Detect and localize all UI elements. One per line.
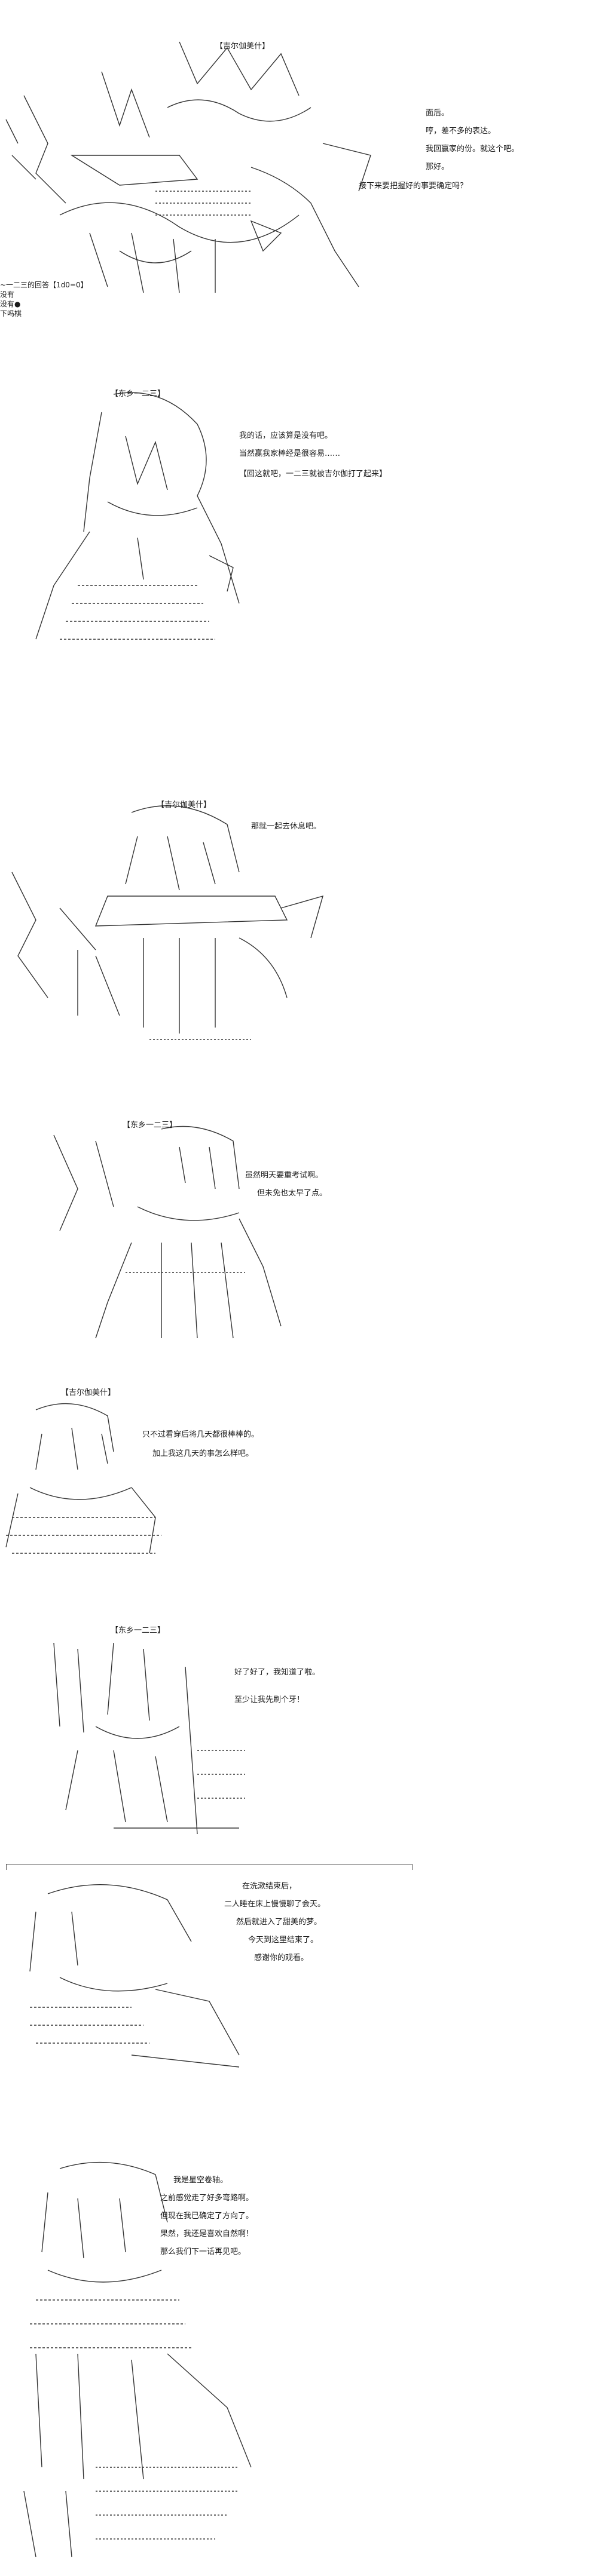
panel-border-right <box>412 1864 413 1870</box>
dialogue-line: 只不过看穿后将几天都很棒棒的。 <box>142 1430 259 1439</box>
panel-border-left <box>6 1864 7 1870</box>
caption-line: 没有 <box>0 290 15 299</box>
dialogue-line: 虽然明天要重考试啊。 <box>245 1171 323 1180</box>
speaker-name: 【吉尔伽美什】 <box>61 1388 116 1397</box>
narration-line: 今天到这里结束了。 <box>248 1936 319 1945</box>
ascii-art-figure-panel-4 <box>42 1123 293 1350</box>
ascii-art-figure-panel-2 <box>18 388 257 675</box>
panel-1: 【吉尔伽美什】 面后。 哼，差不多的表达。 我回赢家的份。就这个吧。 那好。 接… <box>0 0 611 335</box>
dialogue-line: 当然赢我家棒经是很容易…… <box>239 449 341 458</box>
dialogue-line: 面后。 <box>426 109 450 118</box>
author-note-line: 之前感觉走了好多弯路啊。 <box>160 2194 254 2203</box>
speaker-name: 【东乡一二三】 <box>111 390 166 398</box>
dialogue-line: 哼，差不多的表达。 <box>426 127 496 136</box>
dialogue-line: 但未免也太早了点。 <box>257 1189 328 1198</box>
panel-7: 在洗漱结束后， 二人睡在床上慢慢聊了会天。 然后就进入了甜美的梦。 今天到这里结… <box>0 1864 611 2091</box>
ascii-art-figures-panel-1 <box>0 36 395 311</box>
dialogue-line: 至少让我先刷个牙！ <box>234 1695 305 1704</box>
narration-line: 二人睡在床上慢慢聊了会天。 <box>224 1900 326 1909</box>
panel-4: 【东乡一二三】 虽然明天要重考试啊。 但未免也太早了点。 <box>0 1111 611 1362</box>
speaker-name: 【东乡一二三】 <box>123 1121 178 1130</box>
narration-line: 感谢你的观看。 <box>254 1954 309 1962</box>
author-note-line: 那么我们下一话再见吧。 <box>160 2247 246 2256</box>
dialogue-line: 我回赢家的份。就这个吧。 <box>426 145 520 154</box>
caption-line: ~一二三的回答【1d0=0】 <box>0 281 88 289</box>
author-note-line: 但现在我已确定了方向了。 <box>160 2212 254 2221</box>
panel-5: 【吉尔伽美什】 只不过看穿后将几天都很棒棒的。 加上我这几天的事怎么样吧。 <box>0 1374 611 1589</box>
dialogue-line: 那好。 <box>426 162 450 171</box>
speaker-name: 【吉尔伽美什】 <box>157 801 212 809</box>
dialogue-line: 那就一起去休息吧。 <box>251 822 322 831</box>
panel-3: 【吉尔伽美什】 那就一起去休息吧。 <box>0 777 611 1087</box>
dialogue-line: 我的话，应该算是没有吧。 <box>239 431 333 440</box>
panel-8: 我是星空卷轴。 之前感觉走了好多弯路啊。 但现在我已确定了方向了。 果然，我还是… <box>0 2139 611 2575</box>
ascii-art-sleeping-figures <box>12 1876 263 2079</box>
ascii-art-figure-panel-3 <box>0 801 335 1063</box>
caption-line: 没有● <box>0 300 21 308</box>
dialogue-line: 好了好了，我知道了啦。 <box>234 1668 320 1677</box>
dialogue-line: 接下来要把握好的事要确定吗？ <box>359 182 468 191</box>
panel-2: 【东乡一二三】 我的话，应该算是没有吧。 当然赢我家棒经是很容易…… 【回这就吧… <box>0 364 611 699</box>
dialogue-line: 【回这就吧，一二三就被吉尔伽打了起来】 <box>239 470 387 479</box>
panel-6: 【东乡一二三】 好了好了，我知道了啦。 至少让我先刷个牙！ <box>0 1607 611 1858</box>
caption-line: 下吗棋 <box>0 309 22 318</box>
narration-line: 在洗漱结束后， <box>242 1882 297 1891</box>
speaker-name: 【东乡一二三】 <box>111 1626 166 1635</box>
ascii-art-figure-panel-6 <box>42 1631 257 1846</box>
ascii-art-figure-panel-5 <box>0 1398 167 1577</box>
dialogue-line: 加上我这几天的事怎么样吧。 <box>152 1449 254 1458</box>
speaker-name: 【吉尔伽美什】 <box>215 42 270 51</box>
author-note-line: 果然，我还是喜欢自然啊！ <box>160 2230 254 2238</box>
ascii-art-author-figure <box>12 2157 263 2563</box>
narration-line: 然后就进入了甜美的梦。 <box>236 1918 322 1927</box>
author-note-line: 我是星空卷轴。 <box>173 2176 228 2185</box>
